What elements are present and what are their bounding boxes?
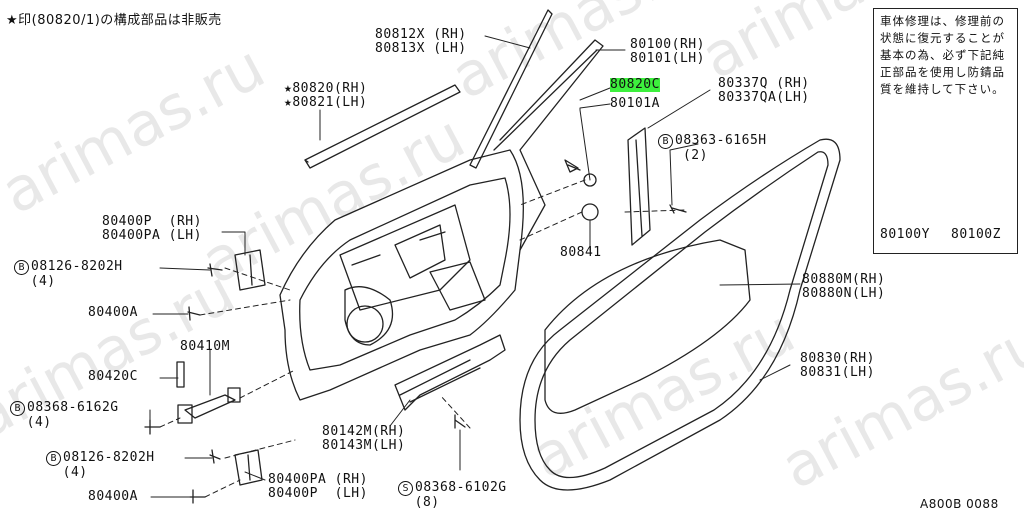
bolt-b-symbol: B [10,401,25,416]
part-label-80841: 80841 [560,245,602,260]
part-label-80100y: 80100Y [880,227,930,242]
door-inner-panel [279,149,524,401]
part-label-80880m: 80880M(RH)80880N(LH) [802,272,886,301]
repair-notice-box: 車体修理は、修理前の状態に復元することが基本の為、必ず下記純正部品を使用し防錆品… [873,8,1018,254]
part-label-80400a-lower: 80400A [88,489,138,504]
part-label-80100z: 80100Z [951,227,1001,242]
reinforcement-bracket [394,334,506,411]
part-label-80420c: 80420C [88,369,138,384]
outer-sash-strip [469,9,553,169]
part-label-80820c[interactable]: 80820C [610,77,660,92]
pin-80420c [176,361,185,388]
part-label-80400pa: 80400PA (RH)80400P (LH) [268,472,368,501]
part-label-80400p: 80400P (RH)80400PA (LH) [102,214,202,243]
door-weatherstrip [519,138,841,491]
door-sash [499,39,604,251]
door-trim-panel [544,239,751,414]
part-label-80101a: 80101A [610,96,660,111]
diagram-code: A800B 0088 [920,497,999,511]
lower-hinge [234,449,263,486]
header-note: ★印(80820/1)の構成部品は非販売 [6,13,222,28]
part-label-80100: 80100(RH)80101(LH) [630,37,705,66]
bolt-b-symbol: B [658,134,673,149]
upper-hinge [234,249,266,291]
repair-notice-text: 車体修理は、修理前の状態に復元することが基本の為、必ず下記純正部品を使用し防錆品… [880,14,1005,96]
window-channel [304,84,461,169]
bolt-s-symbol: S [398,481,413,496]
plug-80841 [581,203,599,221]
sash-trim [627,127,651,246]
part-label-80142m: 80142M(RH)80143M(LH) [322,424,406,453]
part-label-80812x: 80812X (RH)80813X (LH) [375,27,467,56]
part-label-80410m: 80410M [180,339,230,354]
bolt-b-symbol: B [14,260,29,275]
bolt-b-symbol: B [46,451,61,466]
part-label-80400a-upper: 80400A [88,305,138,320]
part-label-80337q: 80337Q (RH)80337QA(LH) [718,76,810,105]
part-label-80830: 80830(RH)80831(LH) [800,351,875,380]
part-label-80820: ★80820(RH)★80821(LH) [284,81,368,110]
